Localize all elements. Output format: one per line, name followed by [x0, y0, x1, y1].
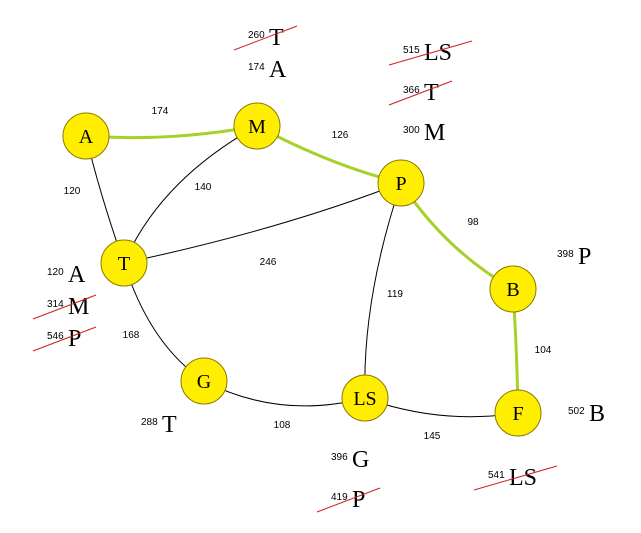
edge-t-p — [123, 182, 402, 264]
predecessor-label: LS — [424, 40, 452, 66]
predecessor-label: M — [424, 120, 445, 146]
distance-value: 541 — [488, 470, 505, 481]
strikethrough-line — [388, 80, 453, 106]
strikethrough-line — [316, 487, 381, 513]
node-f: F — [494, 389, 542, 437]
edge-weight-g-ls: 108 — [274, 420, 291, 431]
strikethrough-line — [388, 40, 473, 66]
distance-value: 515 — [403, 45, 420, 56]
distance-value: 546 — [47, 331, 64, 342]
edge-weight-m-t: 140 — [195, 182, 212, 193]
predecessor-label: G — [352, 447, 369, 473]
predecessor-label: A — [68, 262, 86, 288]
edge-weight-a-t: 120 — [64, 186, 81, 197]
predecessor-label: LS — [509, 465, 537, 491]
edge-weight-a-m: 174 — [152, 106, 169, 117]
node-a: A — [62, 112, 110, 160]
distance-value: 288 — [141, 417, 158, 428]
edge-weight-t-p: 246 — [260, 257, 277, 268]
node-label: P — [395, 173, 406, 195]
distance-value: 260 — [248, 30, 265, 41]
predecessor-label: M — [68, 294, 89, 320]
node-g: G — [180, 357, 228, 405]
distance-value: 366 — [403, 85, 420, 96]
strikethrough-line — [32, 326, 97, 352]
node-p: P — [377, 159, 425, 207]
strikethrough-line — [473, 465, 558, 491]
distance-value: 174 — [248, 62, 265, 73]
edge-weight-t-g: 168 — [123, 330, 140, 341]
distance-value: 300 — [403, 125, 420, 136]
distance-value: 419 — [331, 492, 348, 503]
node-label: F — [512, 403, 523, 425]
edge-weight-b-f: 104 — [535, 345, 552, 356]
distance-labels-m: 260 T 174 A — [233, 25, 298, 83]
distance-value: 398 — [557, 249, 574, 260]
node-label: A — [79, 126, 94, 148]
edge-weight-p-ls: 119 — [387, 289, 403, 300]
distance-value: 502 — [568, 406, 585, 417]
node-ls: LS — [341, 374, 389, 422]
edge-p-ls — [364, 182, 402, 399]
edge-g-ls — [203, 380, 366, 407]
node-circle — [494, 389, 542, 437]
distance-labels-t: 120 A 314 M 546 P — [32, 262, 97, 352]
node-label: G — [197, 371, 211, 393]
distance-labels-ls: 396 G 419 P — [316, 447, 381, 513]
node-b: B — [489, 265, 537, 313]
predecessor-label: A — [269, 57, 287, 83]
node-circle — [233, 102, 281, 150]
distance-value: 396 — [331, 452, 348, 463]
node-m: M — [233, 102, 281, 150]
edge-weight-m-p: 126 — [332, 130, 349, 141]
distance-labels-f: 502 B — [568, 401, 605, 427]
node-label: B — [506, 279, 519, 301]
distance-labels-f2: 541 LS — [473, 465, 558, 491]
node-circle — [489, 265, 537, 313]
distance-labels-b: 398 P — [557, 244, 591, 270]
predecessor-label: T — [269, 25, 284, 51]
edge-weight-p-b: 98 — [467, 217, 479, 228]
predecessor-label: P — [68, 326, 81, 352]
node-label: T — [118, 253, 130, 275]
edge-weight-ls-f: 145 — [424, 431, 441, 442]
node-label: LS — [353, 388, 376, 410]
distance-labels-p: 515 LS 366 T 300 M — [388, 40, 473, 146]
distance-value: 314 — [47, 299, 64, 310]
node-label: M — [248, 116, 266, 138]
strikethrough-line — [32, 294, 97, 320]
node-t: T — [100, 239, 148, 287]
distance-value: 120 — [47, 267, 64, 278]
predecessor-label: B — [589, 401, 605, 427]
node-circle — [100, 239, 148, 287]
edge-m-t — [123, 125, 258, 264]
distance-labels-g: 288 T — [141, 412, 177, 438]
node-circle — [180, 357, 228, 405]
node-circle — [62, 112, 110, 160]
node-circle — [377, 159, 425, 207]
predecessor-label: P — [352, 487, 365, 513]
edge-a-m — [85, 124, 258, 140]
predecessor-label: T — [424, 80, 439, 106]
node-circle — [341, 374, 389, 422]
strikethrough-line — [233, 25, 298, 51]
predecessor-label: P — [578, 244, 591, 270]
predecessor-label: T — [162, 412, 177, 438]
